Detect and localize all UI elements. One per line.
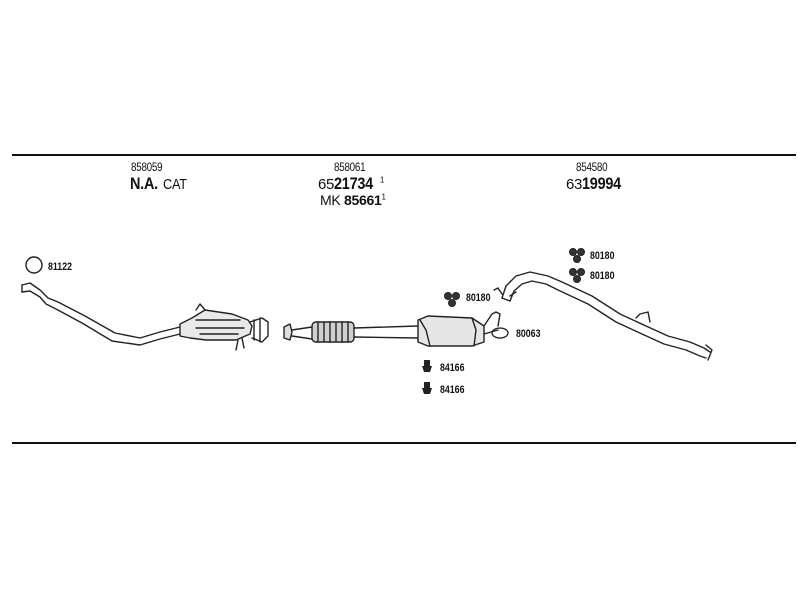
fitting-gasket-label: 80063 — [516, 328, 541, 340]
section-front-name-bold: N.A. — [130, 174, 158, 193]
gasket-icon — [491, 327, 509, 339]
fitting-mount-2-label: 84166 — [440, 384, 465, 396]
rubber-mount-icon — [422, 382, 432, 394]
front-pipe — [21, 282, 181, 339]
fitting-clamp-rear-2-label: 80180 — [590, 270, 615, 282]
clamp-icon — [569, 248, 585, 263]
section-front-name-regular: CAT — [162, 176, 187, 193]
ring-icon — [25, 256, 43, 274]
section-middle-ref-sup: 1 — [379, 175, 385, 185]
clamp-icon — [569, 268, 585, 283]
section-middle-mk-prefix: MK — [320, 192, 341, 208]
fitting-clamp-front-label: 80180 — [466, 292, 491, 304]
clamp-icon — [444, 292, 460, 307]
section-front-part-number: 858059 — [131, 160, 163, 174]
section-middle-mk: MK 856611 — [320, 192, 386, 208]
section-middle-mk-value: 85661 — [344, 192, 382, 208]
section-rear-ref: 6319994 — [566, 174, 628, 194]
section-middle-ref-prefix: 65 — [318, 176, 335, 193]
fitting-ring-label: 81122 — [48, 261, 72, 273]
section-middle-ref-bold: 21734 — [334, 174, 374, 193]
section-middle-mk-sup: 1 — [381, 192, 386, 202]
section-middle-ref: 6521734 1 — [318, 174, 384, 194]
fitting-clamp-rear-1-label: 80180 — [590, 250, 615, 262]
section-rear-ref-bold: 19994 — [582, 174, 622, 193]
section-rear-ref-prefix: 63 — [566, 176, 583, 193]
section-rear-part-number: 854580 — [576, 160, 608, 174]
fitting-mount-1-label: 84166 — [440, 362, 465, 374]
middle-flange — [283, 323, 293, 341]
rear-pipe — [501, 271, 711, 353]
bottom-rule — [12, 442, 796, 444]
flex-joint — [311, 321, 355, 343]
top-rule — [12, 154, 796, 156]
section-front-name: N.A.CAT — [130, 174, 191, 194]
rubber-mount-icon — [422, 360, 432, 372]
middle-silencer — [417, 311, 501, 347]
section-middle-part-number: 858061 — [334, 160, 366, 174]
catalytic-converter — [179, 303, 269, 351]
